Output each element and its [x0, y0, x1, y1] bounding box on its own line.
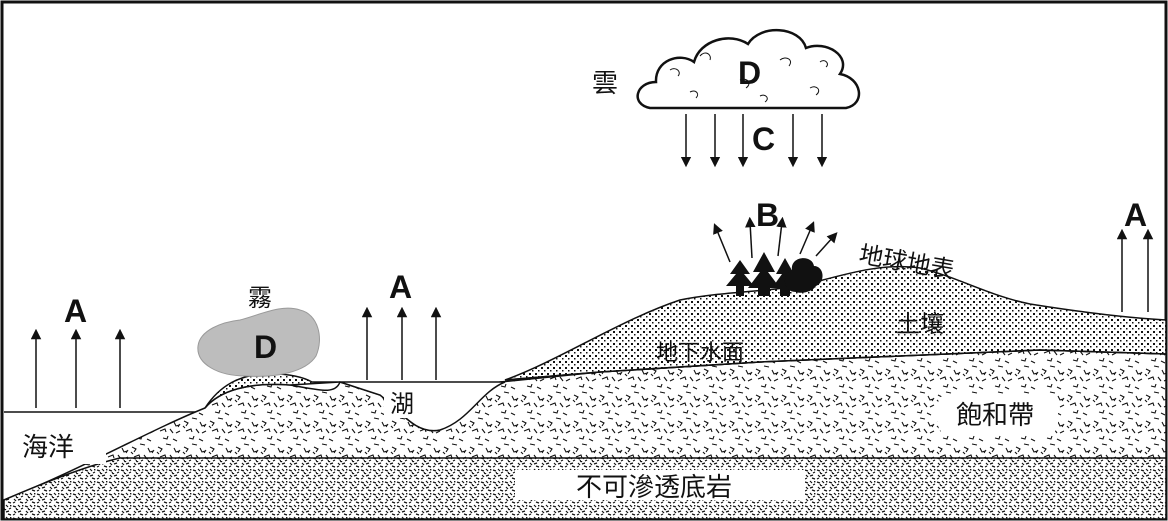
- precipitation-arrows: [680, 114, 828, 168]
- cloud-shape: [636, 29, 861, 110]
- evaporation-arrows-right: [1116, 228, 1154, 312]
- evaporation-arrows-ocean: [30, 328, 126, 408]
- letter-a-lake: A: [389, 269, 412, 305]
- ocean-label: 海洋: [22, 433, 74, 463]
- letter-c-precipitation: C: [752, 121, 775, 157]
- tree-icon: [748, 252, 780, 296]
- letter-d-fog: D: [254, 329, 277, 365]
- letter-a-right: A: [1124, 197, 1147, 233]
- tree-icon: [726, 260, 754, 296]
- fog-hill-soil: [204, 373, 341, 409]
- letter-b-transpiration: B: [756, 197, 779, 233]
- evaporation-arrows-lake: [361, 306, 442, 380]
- bedrock-label: 不可滲透底岩: [576, 473, 732, 503]
- letter-d-cloud: D: [738, 55, 761, 91]
- lake-label: 湖: [390, 390, 414, 418]
- ocean-label-bg: [16, 428, 106, 464]
- fog-shape: [197, 307, 320, 377]
- cloud-label: 雲: [592, 69, 618, 99]
- lake-label-bg: [384, 388, 430, 418]
- trees-group: [726, 252, 823, 296]
- water-table-line: [504, 349, 1167, 381]
- cloud-texture: [669, 52, 828, 103]
- water-table-label: 地下水面: [656, 341, 744, 366]
- tree-icon: [784, 258, 823, 293]
- transpiration-arrows: [713, 216, 838, 263]
- bedrock-label-bg: [515, 470, 805, 500]
- letter-a-ocean: A: [64, 293, 87, 329]
- fog-label: 霧: [248, 284, 272, 312]
- saturated-zone-label: 飽和帶: [956, 401, 1034, 431]
- saturated-label-bg: [938, 394, 1058, 434]
- soil-label: 土壤: [896, 310, 944, 338]
